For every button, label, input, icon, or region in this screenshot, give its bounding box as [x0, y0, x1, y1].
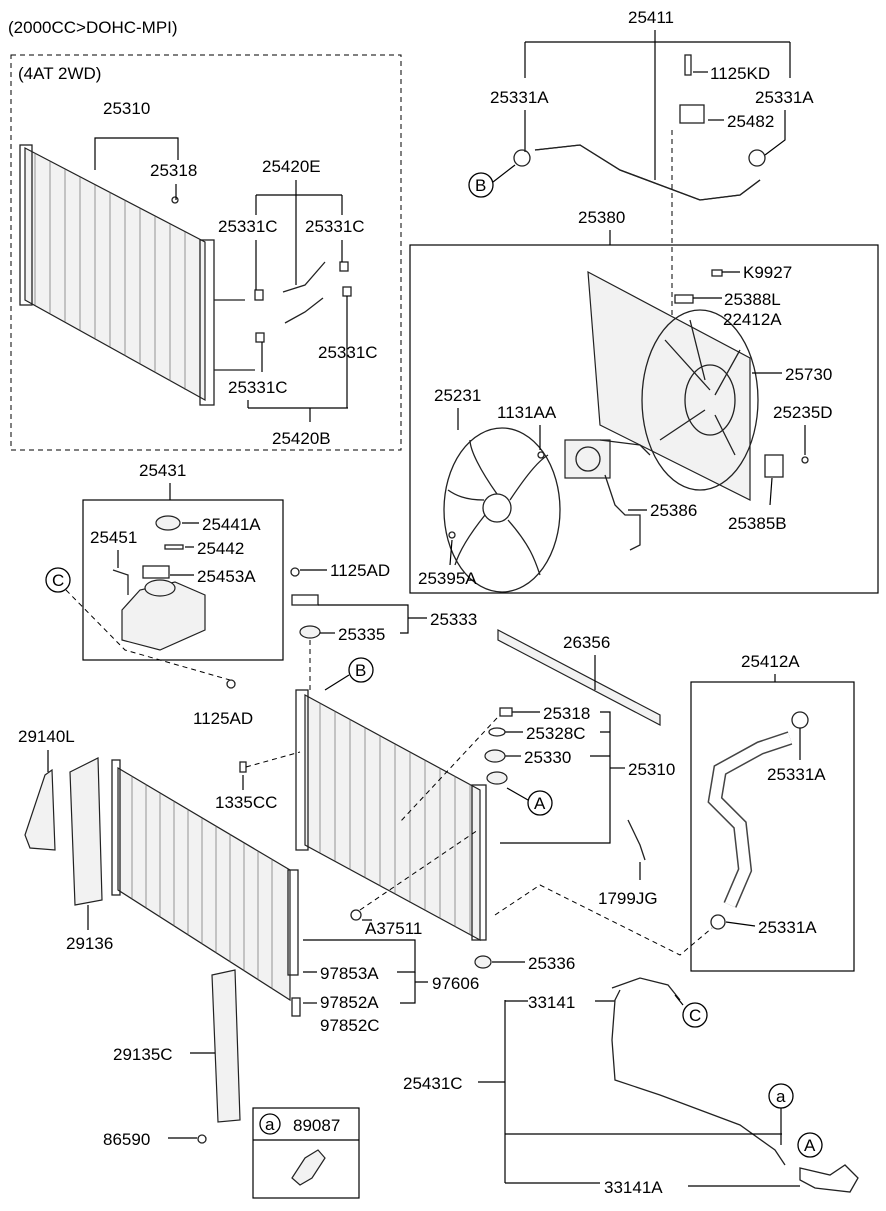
- label-33141: 33141: [528, 993, 575, 1012]
- callout-B-mid: [348, 657, 374, 683]
- label-25420E: 25420E: [262, 157, 321, 176]
- label-25380: 25380: [578, 208, 625, 227]
- label-97853A: 97853A: [320, 964, 379, 983]
- sensor-box: [252, 1107, 360, 1199]
- condenser-drawing: [111, 759, 301, 1017]
- label-1131AA: 1131AA: [497, 403, 557, 422]
- fan-motor-drawing: [448, 439, 651, 551]
- callout-A-mid: [527, 790, 553, 816]
- label-25420B: 25420B: [272, 429, 331, 448]
- main-radiator-drawing: [295, 689, 508, 969]
- label-25388L: 25388L: [724, 290, 781, 309]
- label-25331C-a: 25331C: [218, 217, 278, 236]
- label-25310-top: 25310: [103, 99, 150, 118]
- bar-26356-drawing: [497, 629, 661, 726]
- label-25431C: 25431C: [403, 1074, 463, 1093]
- label-K9927: K9927: [743, 263, 792, 282]
- hose-25420-drawing: [254, 261, 352, 343]
- callout-C-left-text: C: [52, 571, 64, 590]
- label-25328C: 25328C: [526, 724, 586, 743]
- label-25453A: 25453A: [197, 567, 256, 586]
- label-1125AD-b: 1125AD: [193, 709, 253, 728]
- label-25411: 25411: [628, 8, 674, 27]
- label-25331A-c: 25331A: [767, 765, 826, 784]
- label-97852C: 97852C: [320, 1016, 380, 1035]
- label-1799JG: 1799JG: [598, 889, 658, 908]
- subgroup-box: [10, 54, 402, 451]
- label-A37511: A37511: [365, 919, 422, 938]
- sensor-drawing: [291, 1149, 326, 1186]
- callout-B-top-text: B: [475, 176, 486, 195]
- label-25331C-b: 25331C: [305, 217, 365, 236]
- label-26356: 26356: [563, 633, 610, 652]
- label-25442: 25442: [197, 539, 244, 558]
- lower-hose-box: [690, 681, 855, 972]
- subgroup-spec-label: (4AT 2WD): [18, 64, 101, 83]
- reservoir-box: [82, 499, 284, 661]
- label-25336: 25336: [528, 954, 575, 973]
- label-1125KD: 1125KD: [710, 64, 770, 83]
- label-25235D: 25235D: [773, 403, 833, 422]
- reservoir-hose-drawing: [799, 1164, 859, 1193]
- label-25330: 25330: [524, 748, 571, 767]
- callout-C-bottom: [682, 1002, 708, 1028]
- label-89087: 89087: [293, 1116, 340, 1135]
- callout-a-bottom-text: a: [776, 1087, 786, 1106]
- callout-B-mid-text: B: [355, 661, 366, 680]
- label-29140L: 29140L: [18, 727, 75, 746]
- engine-spec-label: (2000CC>DOHC-MPI): [8, 18, 178, 37]
- upper-hose-drawing: [513, 54, 766, 201]
- label-33141A: 33141A: [604, 1178, 663, 1197]
- label-29135C: 29135C: [113, 1045, 173, 1064]
- label-25412A: 25412A: [741, 652, 800, 671]
- label-22412A: 22412A: [723, 310, 782, 329]
- label-86590: 86590: [103, 1130, 150, 1149]
- label-25318: 25318: [543, 704, 590, 723]
- fan-blade-drawing: [443, 427, 561, 593]
- label-25395A: 25395A: [418, 569, 477, 588]
- fan-group-box: [409, 244, 879, 594]
- label-97606: 97606: [432, 974, 479, 993]
- label-25310: 25310: [628, 760, 675, 779]
- callout-A-bottom: [797, 1132, 823, 1158]
- label-25318-top: 25318: [150, 161, 197, 180]
- label-25335: 25335: [338, 625, 385, 644]
- label-25451: 25451: [90, 528, 137, 547]
- label-25331C-c: 25331C: [318, 343, 378, 362]
- callout-C-bottom-text: C: [689, 1006, 701, 1025]
- label-25331C-d: 25331C: [228, 378, 288, 397]
- label-97852A: 97852A: [320, 993, 379, 1012]
- label-25231: 25231: [434, 386, 481, 405]
- callout-A-bottom-text: A: [804, 1136, 816, 1155]
- label-25730: 25730: [785, 365, 832, 384]
- callout-B-top: [468, 172, 494, 198]
- callout-C-left: [45, 567, 71, 593]
- label-25385B: 25385B: [728, 514, 787, 533]
- reservoir-drawing: [112, 515, 206, 651]
- label-25386: 25386: [650, 501, 697, 520]
- label-25441A: 25441A: [202, 515, 261, 534]
- fan-shroud-drawing: [587, 269, 809, 501]
- label-25482: 25482: [727, 112, 774, 131]
- label-29136: 29136: [66, 934, 113, 953]
- lower-hose-drawing: [707, 711, 809, 930]
- label-1335CC: 1335CC: [215, 793, 277, 812]
- label-25331A-a: 25331A: [490, 88, 549, 107]
- label-25333: 25333: [430, 610, 477, 629]
- callout-a-box-text: a: [265, 1115, 275, 1134]
- side-panels-drawing: [24, 757, 241, 1123]
- label-1125AD-a: 1125AD: [330, 561, 390, 580]
- callout-a-box: [259, 1113, 281, 1135]
- label-25331A-b: 25331A: [755, 88, 814, 107]
- callout-A-mid-text: A: [534, 794, 546, 813]
- label-25331A-d: 25331A: [758, 918, 817, 937]
- radiator-small-drawing: [19, 144, 255, 406]
- label-25431: 25431: [139, 461, 186, 480]
